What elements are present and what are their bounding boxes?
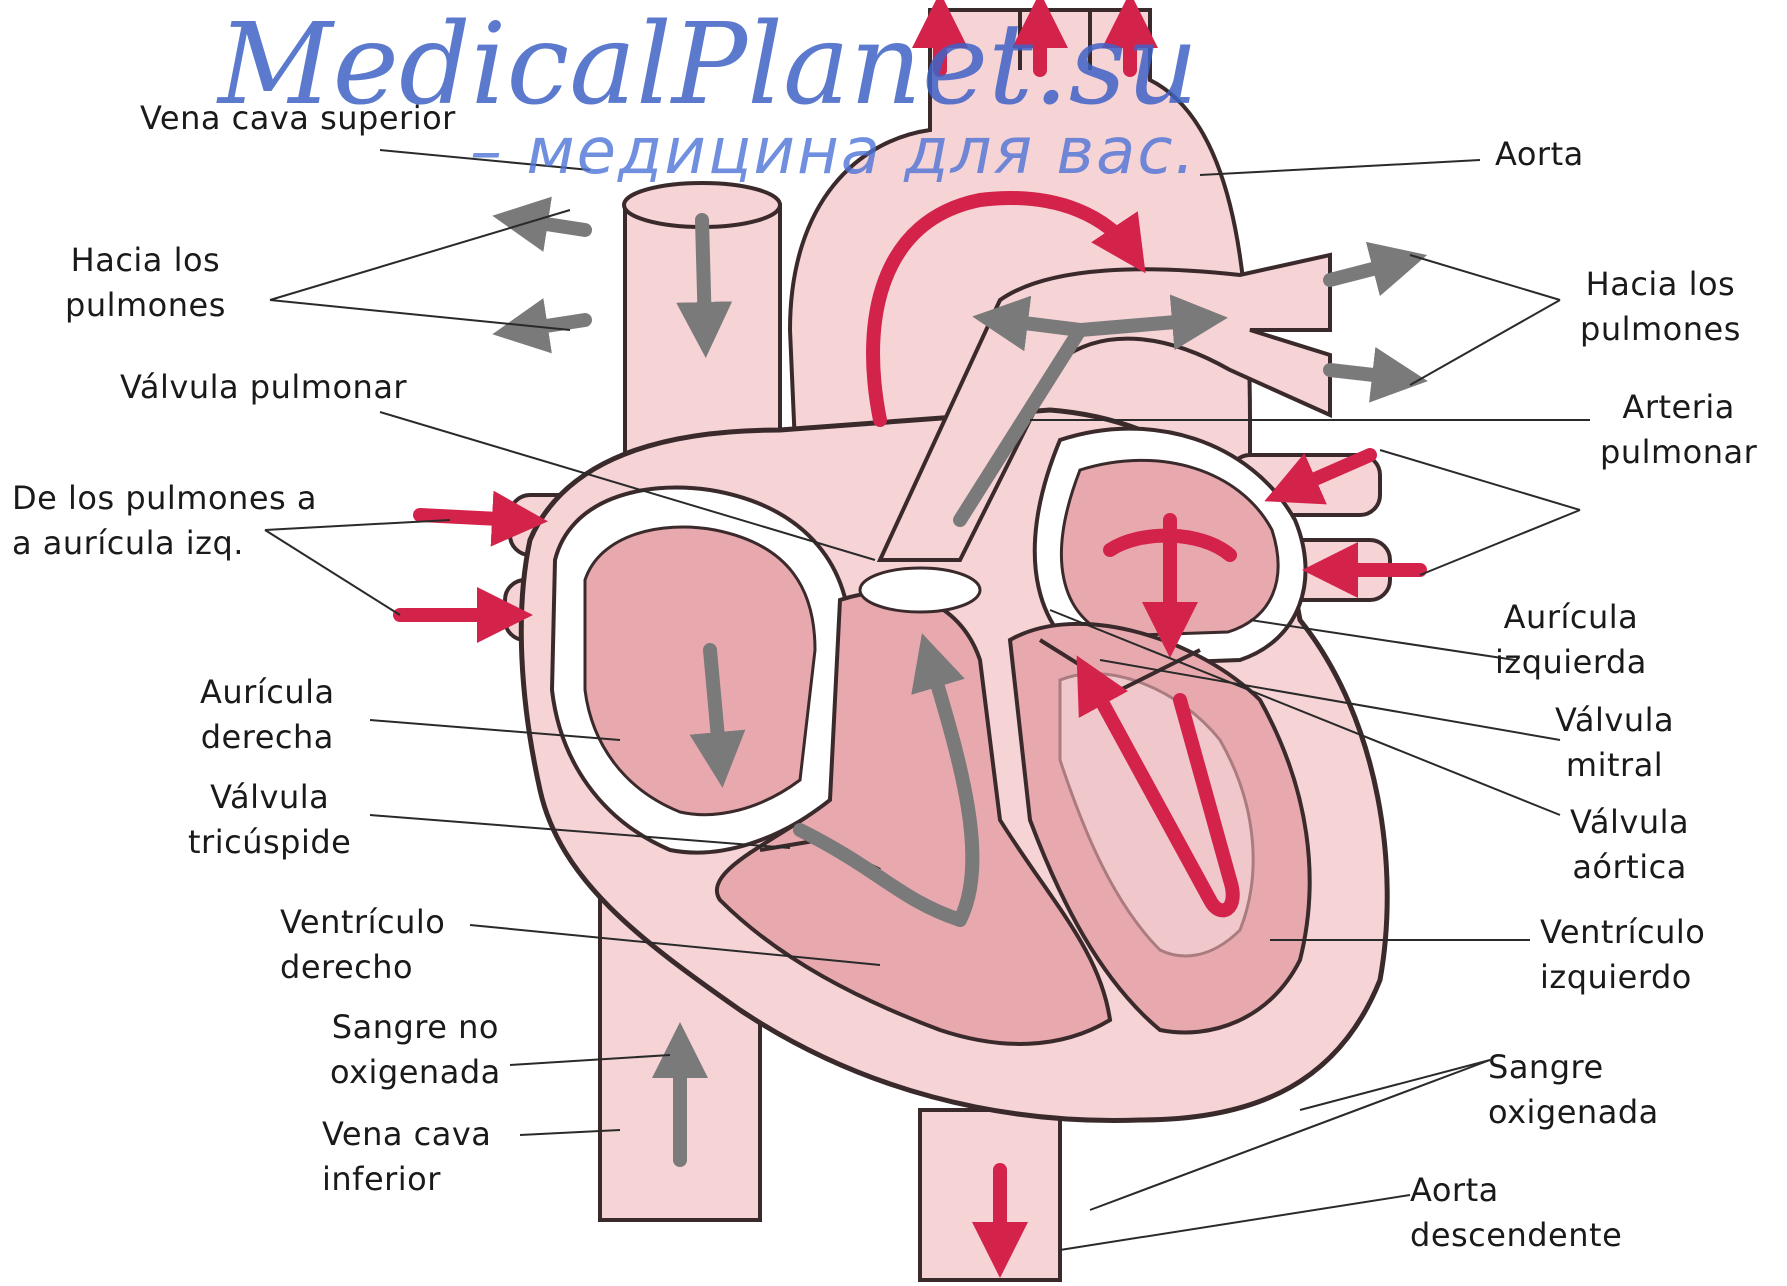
right-atrium	[552, 488, 850, 853]
label-aorta: Aorta	[1495, 132, 1584, 177]
watermark-tagline: – медицина для вас.	[470, 112, 1197, 192]
label-vena-cava-superior: Vena cava superior	[140, 96, 456, 141]
descending-aorta	[920, 1110, 1060, 1280]
label-valvula-pulmonar: Válvula pulmonar	[120, 365, 407, 410]
aortic-valve	[860, 568, 980, 612]
